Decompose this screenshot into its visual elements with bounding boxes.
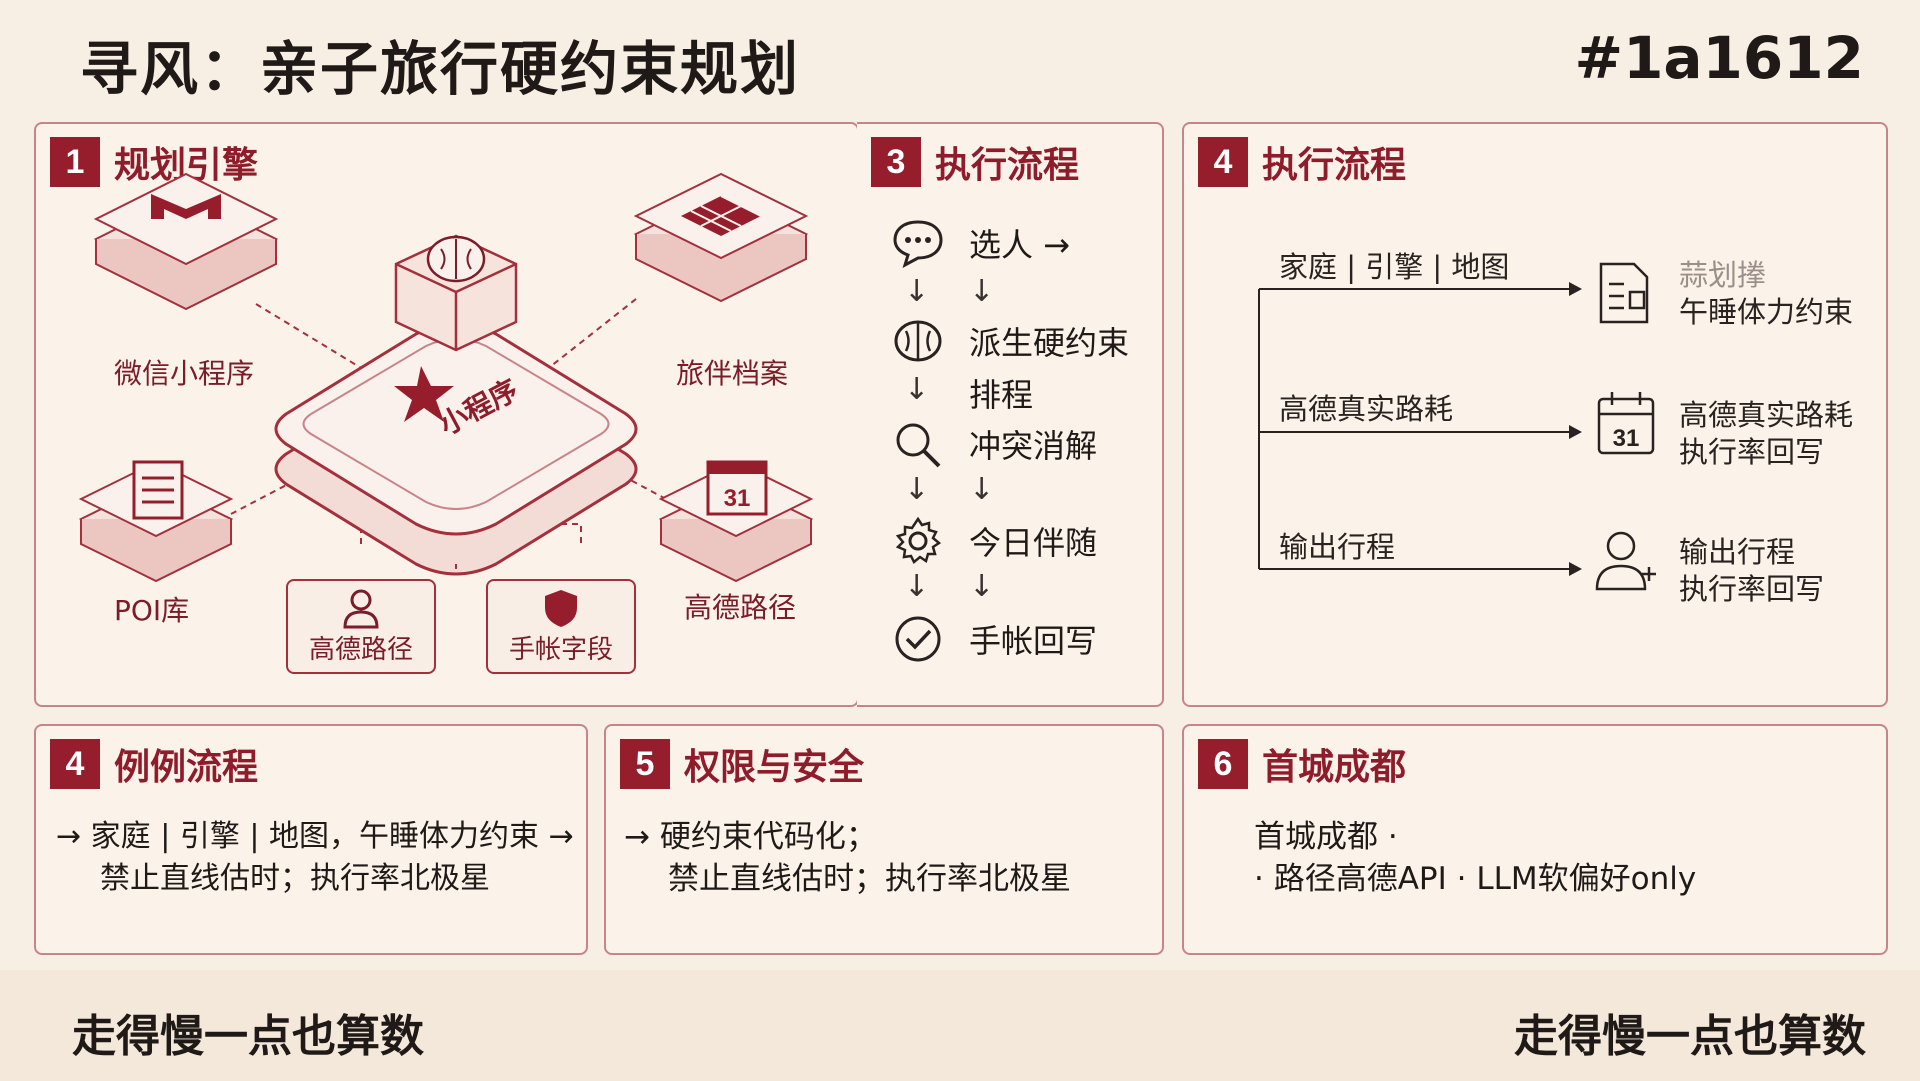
panel-title: 执行流程 xyxy=(1262,145,1407,186)
output-line: 午睡体力约束 xyxy=(1679,295,1854,329)
sub-box-amap: 高德路径 xyxy=(286,579,436,674)
calendar-icon xyxy=(1597,392,1655,455)
calendar-icon: 31 xyxy=(658,460,814,583)
document-icon xyxy=(1599,262,1649,324)
wechat-miniprogram-icon xyxy=(93,172,279,311)
node-label-top-right: 旅伴档案 xyxy=(676,357,789,390)
panel-header: 6 首城成都 xyxy=(1198,738,1406,790)
flow-step-label: 排程 xyxy=(969,376,1034,414)
down-arrow-icon: ↓ xyxy=(904,372,930,407)
sub-box-label: 手帐字段 xyxy=(508,635,613,665)
flow-step-label: 选人 → xyxy=(969,226,1070,264)
flow-step: 手帐回写 xyxy=(891,612,1097,666)
panel-number: 4 xyxy=(50,739,100,789)
body-line: · 路径高德API · LLM软偏好only xyxy=(1254,861,1697,897)
calendar-day: 31 xyxy=(724,485,751,512)
flow-step: 派生硬约束 xyxy=(891,314,1129,368)
chat-icon xyxy=(891,216,945,270)
add-user-icon xyxy=(1595,531,1656,591)
flow-step: 冲突消解 xyxy=(891,417,1097,471)
flow-step: 排程 xyxy=(891,366,1033,420)
down-arrow-icon: ↓ xyxy=(969,569,995,604)
footer-slogan-right: 走得慢一点也算数 xyxy=(1514,1011,1866,1062)
footer-slogan-left: 走得慢一点也算数 xyxy=(72,1011,424,1062)
calendar-day: 31 xyxy=(1613,425,1640,452)
flow-step: 今日伴随 xyxy=(891,514,1097,568)
shield-icon xyxy=(545,590,577,627)
flow-step-label: 今日伴随 xyxy=(969,524,1098,562)
panel-planning-engine: 1 规划引擎 xyxy=(34,122,859,707)
panel-header: 5 权限与安全 xyxy=(620,738,864,790)
page-title: 寻风：亲子旅行硬约束规划 xyxy=(80,35,801,103)
panel-number: 3 xyxy=(871,137,921,187)
panel-number: 5 xyxy=(620,739,670,789)
table-icon xyxy=(633,172,809,303)
branch-label: 家庭 | 引擎 | 地图 xyxy=(1279,250,1510,284)
output-line: 蒜划搼 xyxy=(1679,258,1767,292)
body-line: → 家庭 | 引擎 | 地图，午睡体力约束 → xyxy=(56,819,574,854)
check-icon xyxy=(891,612,945,666)
down-arrow-icon: ↓ xyxy=(969,472,995,507)
down-arrow-icon: ↓ xyxy=(904,274,930,309)
output-line: 执行率回写 xyxy=(1679,435,1825,469)
flow-step-label: 冲突消解 xyxy=(969,427,1098,465)
panel-first-city: 6 首城成都 首城成都 · · 路径高德API · LLM软偏好only xyxy=(1182,724,1888,955)
panel-title: 权限与安全 xyxy=(684,747,865,788)
search-icon xyxy=(891,417,945,471)
panel-permissions-security: 5 权限与安全 → 硬约束代码化； 禁止直线估时；执行率北极星 xyxy=(604,724,1164,955)
brain-icon xyxy=(891,314,945,368)
panel-title: 首城成都 xyxy=(1262,747,1407,788)
panel-execution-branches: 4 执行流程 31 xyxy=(1182,122,1888,707)
node-label-top-left: 微信小程序 xyxy=(114,357,255,390)
panel-title: 执行流程 xyxy=(935,145,1080,186)
panel-execution-flow: 3 执行流程 选人 → ↓ ↓ 派生硬约束 ↓ 排程 冲突消解 ↓ ↓ 今日伴随… xyxy=(857,122,1164,707)
sub-box-label: 高德路径 xyxy=(308,635,413,665)
brain-icon xyxy=(394,234,518,352)
output-line: 高德真实路耗 xyxy=(1679,398,1854,432)
body-line: → 硬约束代码化； xyxy=(624,819,877,855)
panel-title: 例例流程 xyxy=(114,747,259,788)
engine-diagram: 31 xyxy=(78,172,814,583)
flow-step: 选人 → xyxy=(891,216,1070,270)
footer-band xyxy=(0,970,1920,1081)
panel-header: 4 执行流程 xyxy=(1198,136,1406,188)
panel-number: 1 xyxy=(50,137,100,187)
sub-box-journal: 手帐字段 xyxy=(486,579,636,674)
panel-header: 3 执行流程 xyxy=(871,136,1079,188)
gear-icon xyxy=(891,514,945,568)
body-line: 首城成都 · xyxy=(1254,819,1398,855)
flow-step-label: 手帐回写 xyxy=(969,622,1098,660)
branch-diagram: 31 xyxy=(1258,262,1656,591)
panel-header: 4 例例流程 xyxy=(50,738,258,790)
hub-platform-icon xyxy=(274,322,638,576)
branch-label: 高德真实路耗 xyxy=(1279,392,1454,426)
node-label-bottom-left: POI库 xyxy=(114,594,190,627)
panel-number: 6 xyxy=(1198,739,1248,789)
user-icon xyxy=(343,589,379,629)
panel-example-flow: 4 例例流程 → 家庭 | 引擎 | 地图，午睡体力约束 → 禁止直线估时；执行… xyxy=(34,724,588,955)
body-line: 禁止直线估时；执行率北极星 xyxy=(668,861,1071,897)
down-arrow-icon: ↓ xyxy=(904,569,930,604)
down-arrow-icon: ↓ xyxy=(969,274,995,309)
output-line: 执行率回写 xyxy=(1679,572,1825,606)
document-icon xyxy=(78,460,234,583)
body-line: 禁止直线估时；执行率北极星 xyxy=(100,861,490,896)
down-arrow-icon: ↓ xyxy=(904,472,930,507)
flow-step-label: 派生硬约束 xyxy=(969,324,1130,362)
panel-number: 4 xyxy=(1198,137,1248,187)
node-label-bottom-right: 高德路径 xyxy=(684,591,797,624)
branch-label: 输出行程 xyxy=(1279,530,1396,564)
output-line: 输出行程 xyxy=(1679,535,1796,569)
page-tag: #1a1612 xyxy=(1574,24,1864,92)
